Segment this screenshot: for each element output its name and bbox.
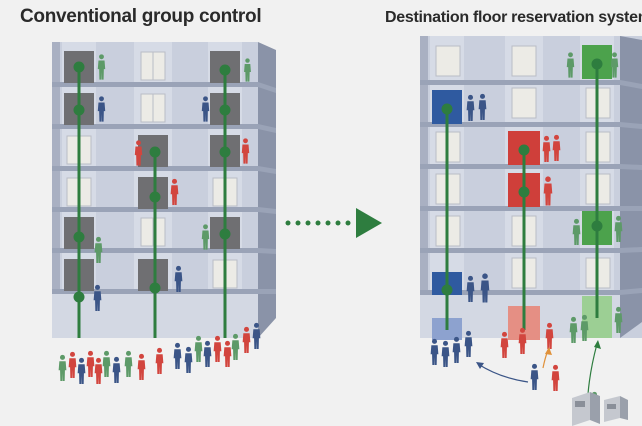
- left-route-lines: [73, 61, 231, 338]
- terminal-kiosk-icon: [572, 392, 628, 426]
- left-building: [52, 42, 276, 385]
- left-panel-title: Conventional group control: [20, 6, 262, 27]
- right-floor-slabs: [420, 80, 642, 295]
- right-building: [420, 36, 642, 426]
- left-building-side: [258, 42, 276, 338]
- right-direction-arrows: [476, 340, 601, 395]
- right-building-side: [620, 36, 642, 338]
- arrow-right-icon: [285, 208, 382, 238]
- right-panel-title: Destination floor reservation system: [385, 9, 642, 26]
- right-route-lines: [441, 58, 603, 330]
